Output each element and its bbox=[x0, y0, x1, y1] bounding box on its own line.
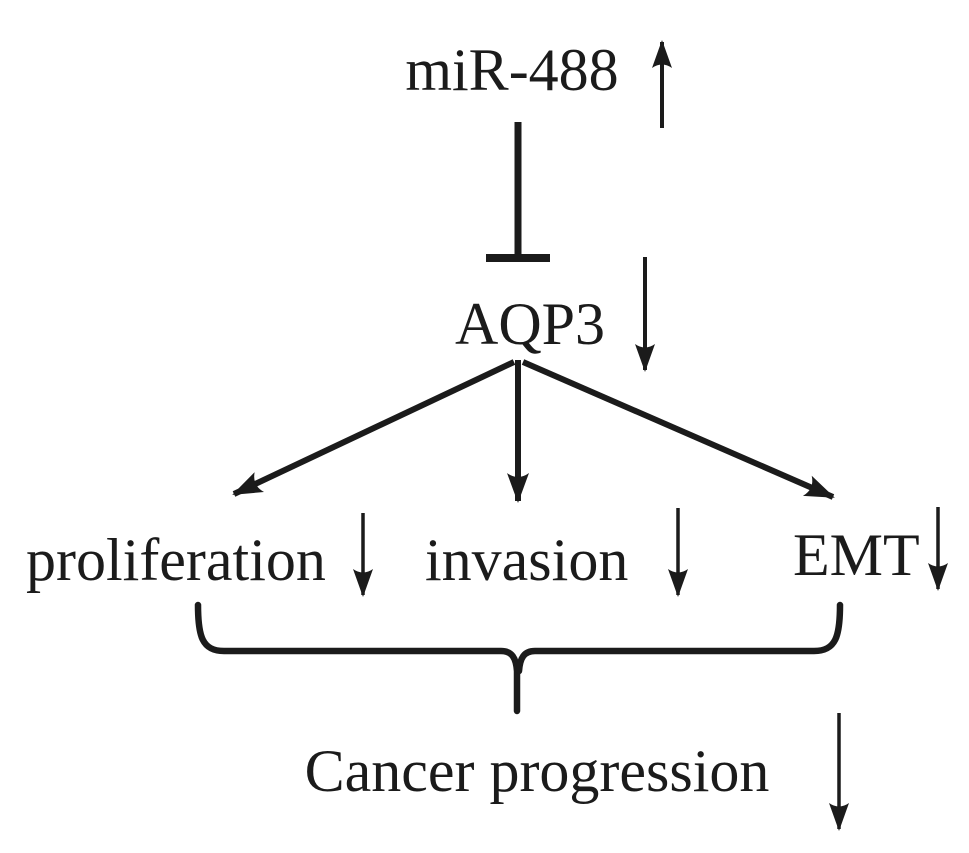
aqp3-label: AQP3 bbox=[455, 291, 605, 357]
branch-arrow-emt bbox=[521, 359, 835, 500]
invasion-label: invasion bbox=[425, 527, 628, 593]
branch-arrow-proliferation bbox=[232, 359, 516, 497]
proliferation-label: proliferation bbox=[26, 527, 326, 593]
grouping-brace bbox=[194, 601, 844, 715]
emt-label: EMT bbox=[793, 522, 920, 588]
cancer-progression-label: Cancer progression bbox=[305, 738, 770, 804]
inhibition-connector bbox=[486, 122, 550, 262]
mir488-label: miR-488 bbox=[405, 37, 618, 103]
